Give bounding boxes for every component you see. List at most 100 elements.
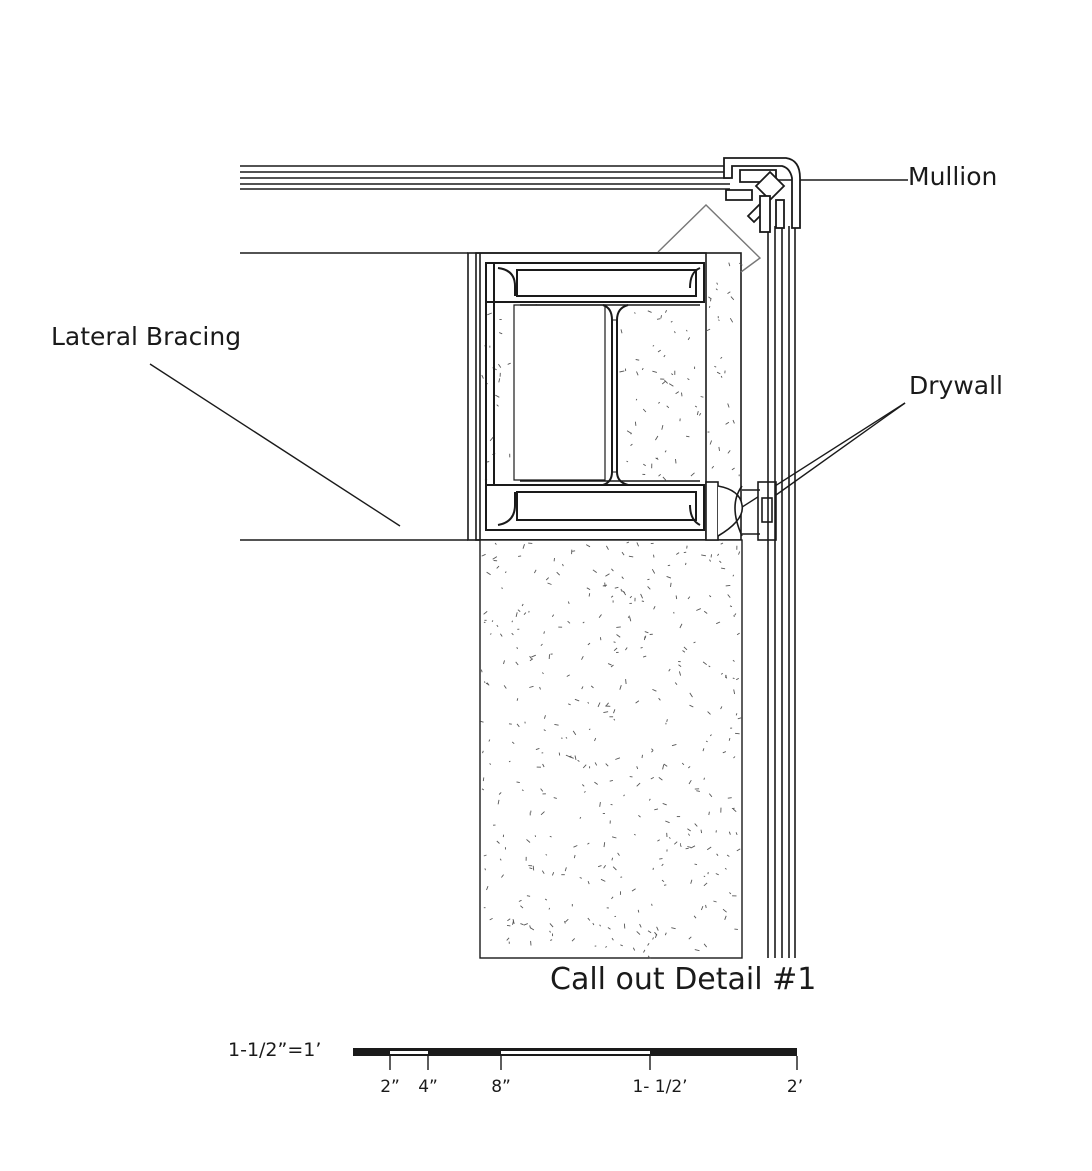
- speckle-mark: [540, 643, 543, 647]
- speckle-mark: [665, 820, 670, 824]
- speckle-mark: [541, 870, 545, 874]
- speckle-mark: [487, 312, 492, 316]
- speckle-mark: [494, 542, 497, 545]
- speckle-mark: [675, 391, 680, 395]
- speckle-mark: [626, 541, 630, 544]
- concrete-wall: [479, 539, 743, 959]
- speckle-mark: [588, 728, 591, 731]
- speckle-mark: [489, 763, 492, 765]
- speckle-mark: [714, 365, 717, 368]
- speckle-mark: [548, 907, 551, 910]
- speckle-mark: [693, 641, 696, 644]
- speckle-mark: [727, 291, 731, 294]
- speckle-mark: [579, 816, 582, 819]
- speckle-mark: [623, 591, 626, 596]
- speckle-mark: [574, 755, 577, 760]
- speckle-mark: [597, 865, 602, 868]
- speckle-mark: [725, 421, 730, 425]
- speckle-mark: [705, 328, 711, 332]
- speckle-mark: [480, 720, 484, 723]
- speckle-mark: [626, 430, 632, 434]
- speckle-mark: [703, 777, 705, 780]
- speckle-mark: [603, 865, 606, 869]
- speckle-mark: [729, 605, 733, 608]
- speckle-mark: [539, 686, 541, 690]
- speckle-mark: [655, 457, 658, 460]
- speckle-mark: [613, 641, 616, 643]
- steel-members: [485, 262, 705, 531]
- speckle-mark: [498, 363, 502, 368]
- speckle-mark: [699, 412, 702, 416]
- speckle-mark: [638, 814, 641, 818]
- speckle-mark: [676, 552, 680, 555]
- speckle-mark: [716, 853, 719, 856]
- speckle-mark: [687, 596, 691, 600]
- speckle-mark: [716, 621, 721, 625]
- speckle-mark: [728, 831, 731, 835]
- speckle-mark: [545, 854, 548, 856]
- speckle-mark: [581, 655, 584, 660]
- speckle-mark: [679, 623, 683, 629]
- speckle-mark: [688, 779, 692, 785]
- speckle-mark: [551, 614, 555, 617]
- speckle-mark: [540, 788, 544, 792]
- speckle-mark: [598, 614, 602, 618]
- speckle-mark: [662, 802, 667, 806]
- speckle-mark: [656, 926, 659, 931]
- speckle-mark: [613, 709, 616, 714]
- speckle-mark: [564, 920, 566, 924]
- speckle-mark: [515, 661, 519, 666]
- speckle-mark: [664, 450, 667, 453]
- speckle-mark: [611, 568, 614, 572]
- speckle-mark: [720, 706, 723, 710]
- speckle-mark: [565, 736, 568, 739]
- speckle-mark: [610, 595, 614, 598]
- lateral-bracing-label: Lateral Bracing: [51, 322, 242, 351]
- speckle-mark: [654, 808, 659, 811]
- speckle-mark: [535, 747, 540, 751]
- speckle-mark: [711, 465, 715, 469]
- speckle-mark: [496, 565, 500, 569]
- speckle-mark: [590, 685, 594, 689]
- speckle-mark: [506, 937, 510, 941]
- speckle-mark: [725, 674, 727, 678]
- speckle-mark: [533, 569, 537, 574]
- speckle-mark: [734, 613, 737, 616]
- speckle-mark: [636, 542, 640, 547]
- speckle-mark: [727, 797, 732, 799]
- speckle-mark: [663, 884, 667, 886]
- speckle-mark: [707, 711, 711, 715]
- speckle-mark: [690, 845, 696, 849]
- speckle-mark: [728, 262, 731, 267]
- glazing-panel-lines: [767, 226, 796, 958]
- speckle-mark: [526, 839, 531, 843]
- speckle-mark: [687, 337, 691, 341]
- speckle-mark: [733, 689, 736, 695]
- speckle-mark: [592, 569, 597, 573]
- speckle-mark: [686, 329, 688, 332]
- speckle-mark: [659, 858, 663, 860]
- speckle-mark: [628, 555, 634, 558]
- speckle-mark: [730, 296, 735, 301]
- speckle-mark: [516, 647, 518, 650]
- speckle-mark: [658, 777, 663, 781]
- speckle-mark: [583, 791, 586, 793]
- speckle-mark: [605, 946, 608, 948]
- speckle-mark: [736, 848, 741, 852]
- speckle-mark: [616, 634, 621, 638]
- speckle-mark: [701, 554, 706, 557]
- speckle-mark: [732, 574, 735, 577]
- speckle-mark: [727, 594, 731, 598]
- speckle-mark: [484, 868, 486, 871]
- speckle-mark: [708, 665, 711, 668]
- speckle-mark: [517, 609, 521, 612]
- speckle-mark: [718, 446, 720, 451]
- speckle-mark: [486, 885, 489, 891]
- speckle-mark: [682, 650, 686, 653]
- speckle-mark: [581, 784, 585, 787]
- speckle-mark: [724, 915, 727, 920]
- speckle-mark: [541, 672, 544, 675]
- speckle-mark: [574, 698, 580, 702]
- speckle-mark: [489, 918, 493, 921]
